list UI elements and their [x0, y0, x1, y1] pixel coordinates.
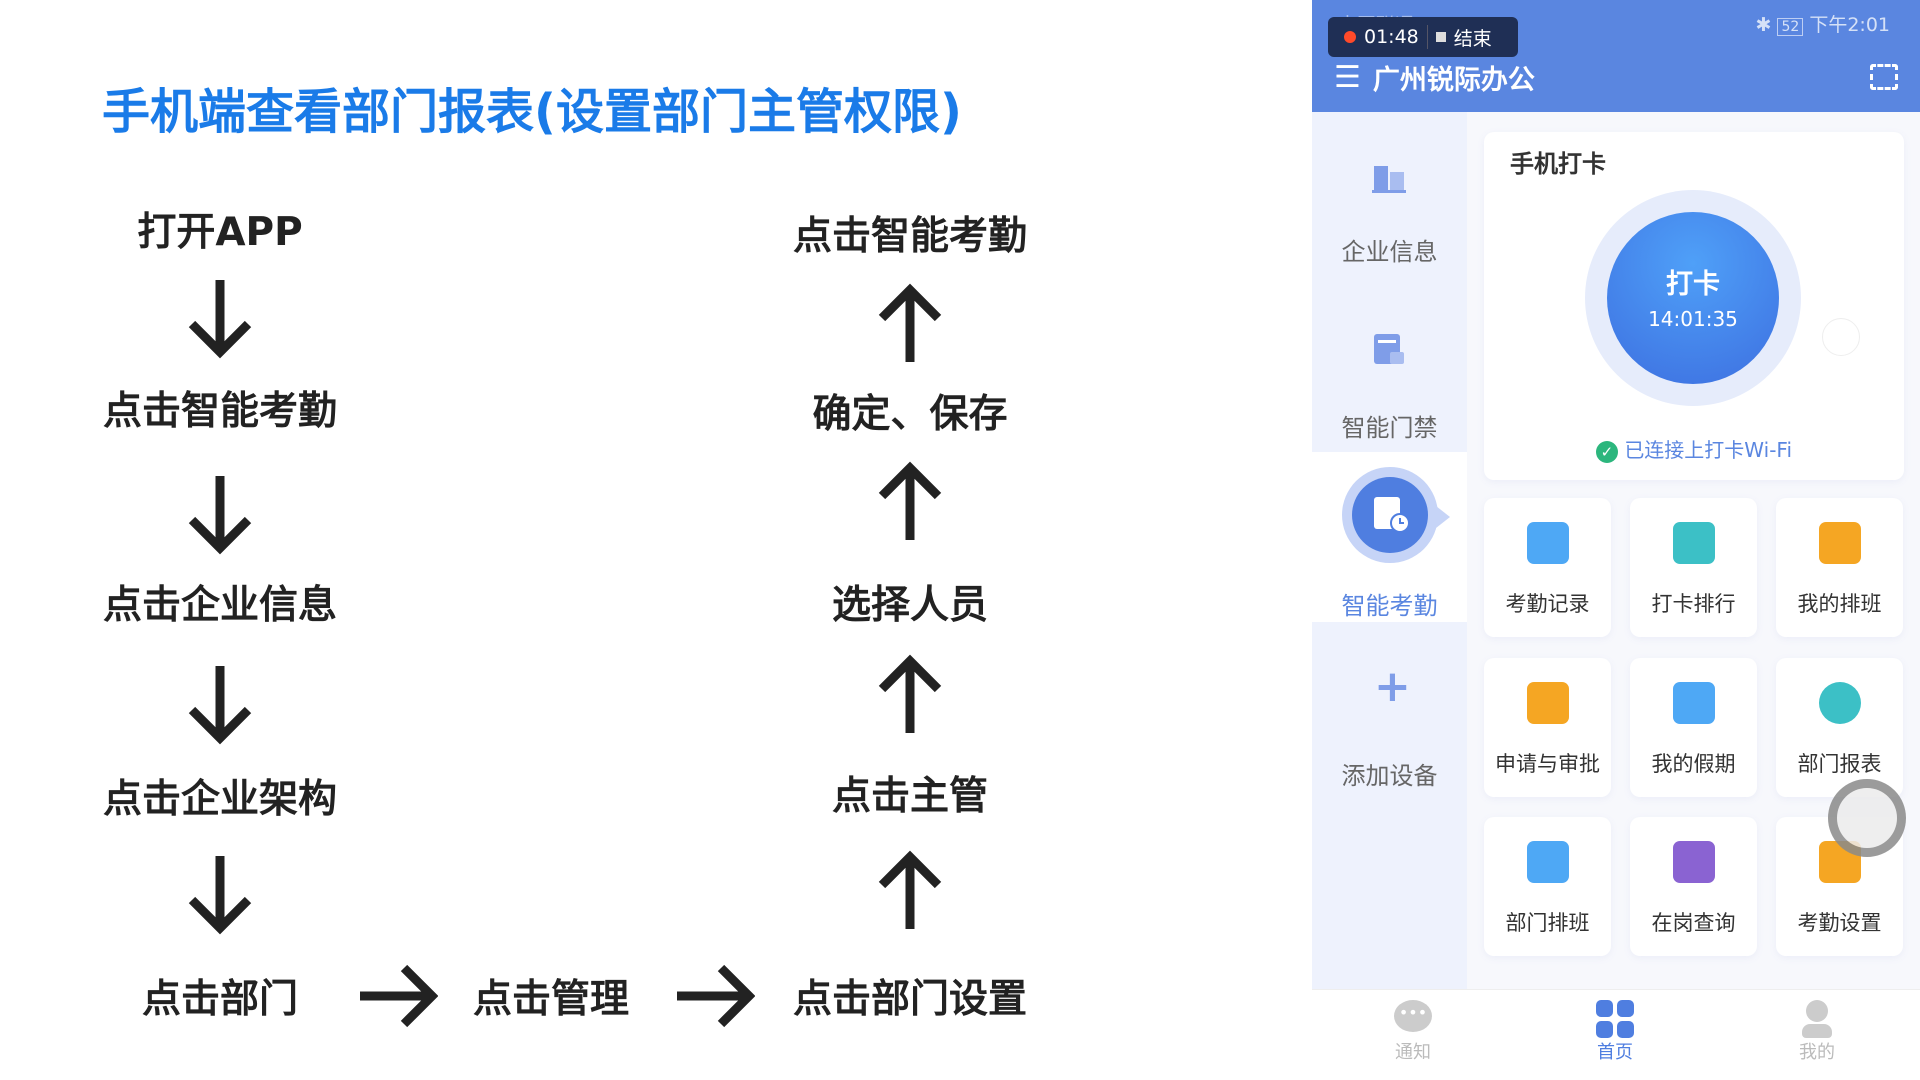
sidebar-item-label: 企业信息 [1341, 238, 1438, 266]
nav-label: 首页 [1597, 1042, 1633, 1063]
phone-screen: 中国联通 ✱ 52 下午2:01 01:48 结束 ☰ 广州锐际办公 企业信息 … [1312, 0, 1920, 1080]
grid-item[interactable]: 我的排班 [1776, 498, 1903, 637]
sidebar-item-label: 智能考勤 [1341, 592, 1438, 620]
grid-item[interactable]: 申请与审批 [1484, 658, 1611, 797]
page-title: 手机端查看部门报表(设置部门主管权限) [102, 84, 962, 140]
arrow-down-icon [188, 476, 252, 555]
attendance-icon [1374, 497, 1408, 533]
nav-home[interactable]: 首页 [1575, 1000, 1655, 1064]
stop-icon [1435, 32, 1446, 42]
arrow-up-icon [878, 461, 942, 540]
divider [1426, 25, 1428, 49]
grid-item[interactable]: 部门排班 [1484, 817, 1611, 956]
door-lock-icon [1374, 334, 1404, 364]
user-icon [1802, 1000, 1832, 1038]
grid-item[interactable]: 部门报表 [1776, 658, 1903, 797]
floating-assist-button[interactable] [1828, 779, 1906, 857]
sidebar-item-label: 智能门禁 [1341, 414, 1438, 442]
decor-circle [1822, 318, 1860, 356]
grid-item[interactable]: 在岗查询 [1630, 817, 1757, 956]
calendar-icon [1819, 522, 1861, 564]
record-dot-icon [1344, 31, 1356, 43]
sidebar-item-enterprise-info[interactable]: 企业信息 [1312, 112, 1467, 282]
grid-item-label: 在岗查询 [1651, 911, 1736, 935]
chat-icon: ••• [1394, 1000, 1432, 1032]
bottom-nav: ••• 通知 首页 我的 [1312, 989, 1920, 1080]
flow-step: 点击管理 [472, 977, 630, 1022]
nav-label: 我的 [1799, 1042, 1835, 1063]
nav-notifications[interactable]: ••• 通知 [1373, 1000, 1453, 1064]
recording-pill[interactable]: 01:48 结束 [1328, 17, 1518, 57]
flow-step: 点击部门设置 [792, 977, 1028, 1022]
arrow-down-icon [188, 280, 252, 359]
grid-item[interactable]: 考勤记录 [1484, 498, 1611, 637]
punch-card: 手机打卡 打卡 14:01:35 ✓ 已连接上打卡Wi-Fi [1484, 132, 1904, 480]
grid-icon [1596, 1000, 1634, 1038]
flow-step: 选择人员 [831, 583, 989, 628]
arrow-right-icon [360, 964, 438, 1028]
wifi-status-text: 已连接上打卡Wi-Fi [1624, 438, 1793, 462]
flow-step: 点击部门 [141, 977, 299, 1022]
flow-step: 确定、保存 [812, 392, 1008, 437]
grid-item-label: 考勤记录 [1505, 592, 1590, 616]
check-icon: ✓ [1595, 441, 1618, 463]
person-search-icon [1673, 841, 1715, 883]
scan-icon[interactable] [1870, 64, 1898, 90]
grid-item-label: 我的排班 [1797, 592, 1882, 616]
arrow-up-icon [878, 654, 942, 733]
app-title-bar: ☰ 广州锐际办公 [1334, 58, 1535, 97]
grid-item-label: 申请与审批 [1495, 752, 1600, 776]
battery-level: 52 [1777, 18, 1804, 36]
status-right: ✱ 52 下午2:01 [1755, 14, 1890, 36]
grid-item-label: 考勤设置 [1797, 911, 1882, 935]
arrow-down-icon [188, 666, 252, 745]
grid-item-label: 打卡排行 [1651, 592, 1736, 616]
stop-recording-button[interactable]: 结束 [1453, 27, 1492, 50]
wifi-status: ✓ 已连接上打卡Wi-Fi [1484, 434, 1904, 463]
grid-item-label: 部门报表 [1797, 752, 1882, 776]
punch-button[interactable]: 打卡 14:01:35 [1607, 212, 1779, 384]
team-calendar-icon [1527, 841, 1569, 883]
sidebar-item-add-device[interactable]: + 添加设备 [1312, 622, 1467, 792]
app-header: 中国联通 ✱ 52 下午2:01 01:48 结束 ☰ 广州锐际办公 [1312, 0, 1920, 112]
nav-mine[interactable]: 我的 [1777, 1000, 1857, 1064]
calendar-clock-icon [1527, 522, 1569, 564]
arrow-down-icon [188, 856, 252, 935]
flow-step: 打开APP [137, 210, 303, 255]
flow-step: 点击智能考勤 [102, 389, 338, 434]
flow-step: 点击企业信息 [102, 583, 338, 628]
flow-step: 点击企业架构 [102, 777, 338, 822]
sidebar-item-label: 添加设备 [1341, 762, 1438, 790]
menu-icon[interactable]: ☰ [1334, 60, 1361, 95]
arrow-up-icon [878, 283, 942, 362]
sidebar-item-smart-attendance[interactable]: 智能考勤 [1312, 452, 1467, 622]
nav-label: 通知 [1395, 1042, 1431, 1063]
arrow-right-icon [677, 964, 755, 1028]
sidebar: 企业信息 智能门禁 智能考勤 + 添加设备 [1312, 112, 1467, 989]
punch-title: 手机打卡 [1510, 150, 1606, 178]
arrow-up-icon [878, 850, 942, 929]
flow-step: 点击智能考勤 [792, 214, 1028, 259]
flow-step: 点击主管 [831, 774, 989, 819]
grid-item[interactable]: 打卡排行 [1630, 498, 1757, 637]
punch-time: 14:01:35 [1648, 307, 1738, 331]
sidebar-item-smart-door[interactable]: 智能门禁 [1312, 282, 1467, 452]
record-timer: 01:48 [1364, 26, 1419, 48]
app-title: 广州锐际办公 [1372, 65, 1535, 96]
grid-item-label: 部门排班 [1505, 911, 1590, 935]
grid-item-label: 我的假期 [1651, 752, 1736, 776]
punch-label: 打卡 [1666, 269, 1720, 300]
building-icon [1372, 166, 1406, 193]
clock: 下午2:01 [1809, 14, 1890, 36]
trophy-icon [1673, 522, 1715, 564]
cup-icon [1673, 682, 1715, 724]
plus-icon: + [1374, 661, 1411, 712]
pie-chart-icon [1819, 682, 1861, 724]
grid-item[interactable]: 我的假期 [1630, 658, 1757, 797]
stamp-icon [1527, 682, 1569, 724]
